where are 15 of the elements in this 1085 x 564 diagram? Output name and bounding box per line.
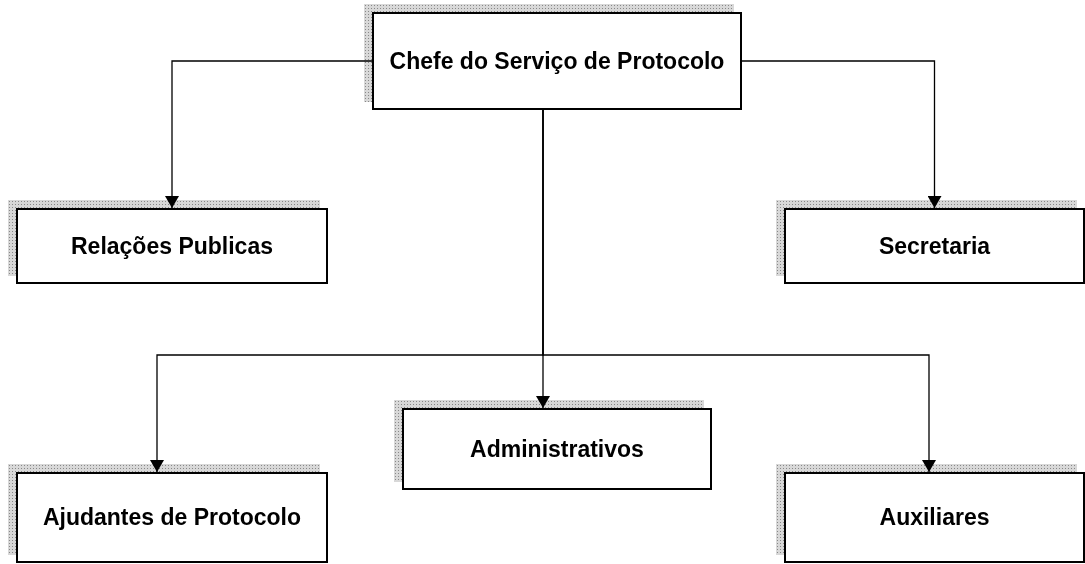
arrow [741,60,942,209]
org-box [372,12,742,110]
org-box [784,208,1085,284]
box-label: Administrativos [469,434,645,464]
org-box [402,408,712,490]
arrow [542,109,936,473]
box-label: Chefe do Serviço de Protocolo [388,46,726,76]
arrow [165,60,373,209]
org-box [784,472,1085,563]
box-label: Secretaria [877,231,992,261]
box-label: Ajudantes de Protocolo [41,503,303,532]
org-box [16,208,328,284]
box-label: Relações Publicas [70,231,274,261]
org-box [16,472,328,563]
box-label: Auxiliares [878,503,991,532]
